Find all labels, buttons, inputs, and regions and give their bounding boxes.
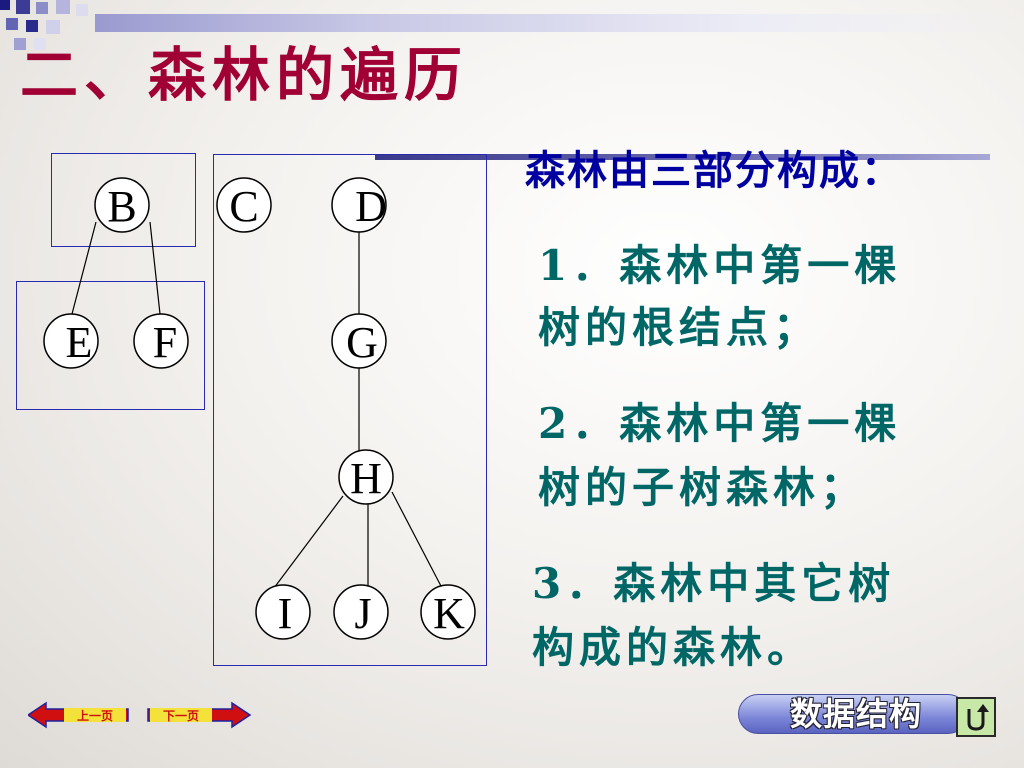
course-badge-label: 数据结构 xyxy=(790,695,923,733)
item-1-line-2: 树的根结点； xyxy=(538,303,821,352)
description-heading: 森林由三部分构成： xyxy=(525,147,903,194)
return-icon xyxy=(967,704,989,731)
edge-h-i xyxy=(273,495,344,589)
box-other-trees xyxy=(213,154,487,666)
node-label-c: C xyxy=(229,182,258,231)
node-j xyxy=(333,584,389,640)
node-label-i: I xyxy=(278,589,293,638)
box-first-tree-subforest xyxy=(16,281,205,410)
node-label-b: B xyxy=(107,182,136,231)
slide-title: 二、森林的遍历 xyxy=(20,41,469,109)
slide-navigation: 上一页 下一页 xyxy=(28,701,252,729)
node-label-d: D xyxy=(355,182,387,231)
item-3-line-2: 构成的森林。 xyxy=(532,623,815,672)
edge-b-f xyxy=(149,221,161,315)
heading-rule xyxy=(375,154,990,160)
item-2-line-1: 2．森林中第一棵 xyxy=(538,399,902,448)
node-e xyxy=(43,313,99,369)
edge-b-e xyxy=(71,221,97,315)
node-i xyxy=(255,584,311,640)
node-k xyxy=(420,584,476,640)
prev-page-button[interactable]: 上一页 xyxy=(28,701,129,729)
node-label-g: G xyxy=(346,318,378,367)
node-label-f: F xyxy=(153,318,177,367)
node-label-k: K xyxy=(433,589,465,638)
item-1-line-1: 1．森林中第一棵 xyxy=(538,241,902,290)
node-b xyxy=(94,177,150,233)
title-bar-decoration xyxy=(95,14,1024,32)
next-page-button[interactable]: 下一页 xyxy=(147,701,252,729)
prev-page-label: 上一页 xyxy=(77,708,113,723)
course-badge xyxy=(738,694,968,734)
box-first-tree-root xyxy=(51,153,196,247)
node-d xyxy=(331,177,387,233)
node-label-e: E xyxy=(66,318,93,367)
next-page-label: 下一页 xyxy=(163,709,199,723)
item-3-line-1: 3．森林中其它树 xyxy=(532,559,896,608)
edge-h-k xyxy=(391,491,443,589)
node-label-h: H xyxy=(350,454,382,503)
node-label-j: J xyxy=(354,589,371,638)
node-f xyxy=(133,313,189,369)
item-2-line-2: 树的子树森林； xyxy=(538,463,868,512)
node-h xyxy=(338,449,394,505)
node-g xyxy=(331,313,387,369)
corner-decoration xyxy=(0,0,88,50)
node-c xyxy=(216,177,272,233)
return-button[interactable] xyxy=(956,697,996,737)
